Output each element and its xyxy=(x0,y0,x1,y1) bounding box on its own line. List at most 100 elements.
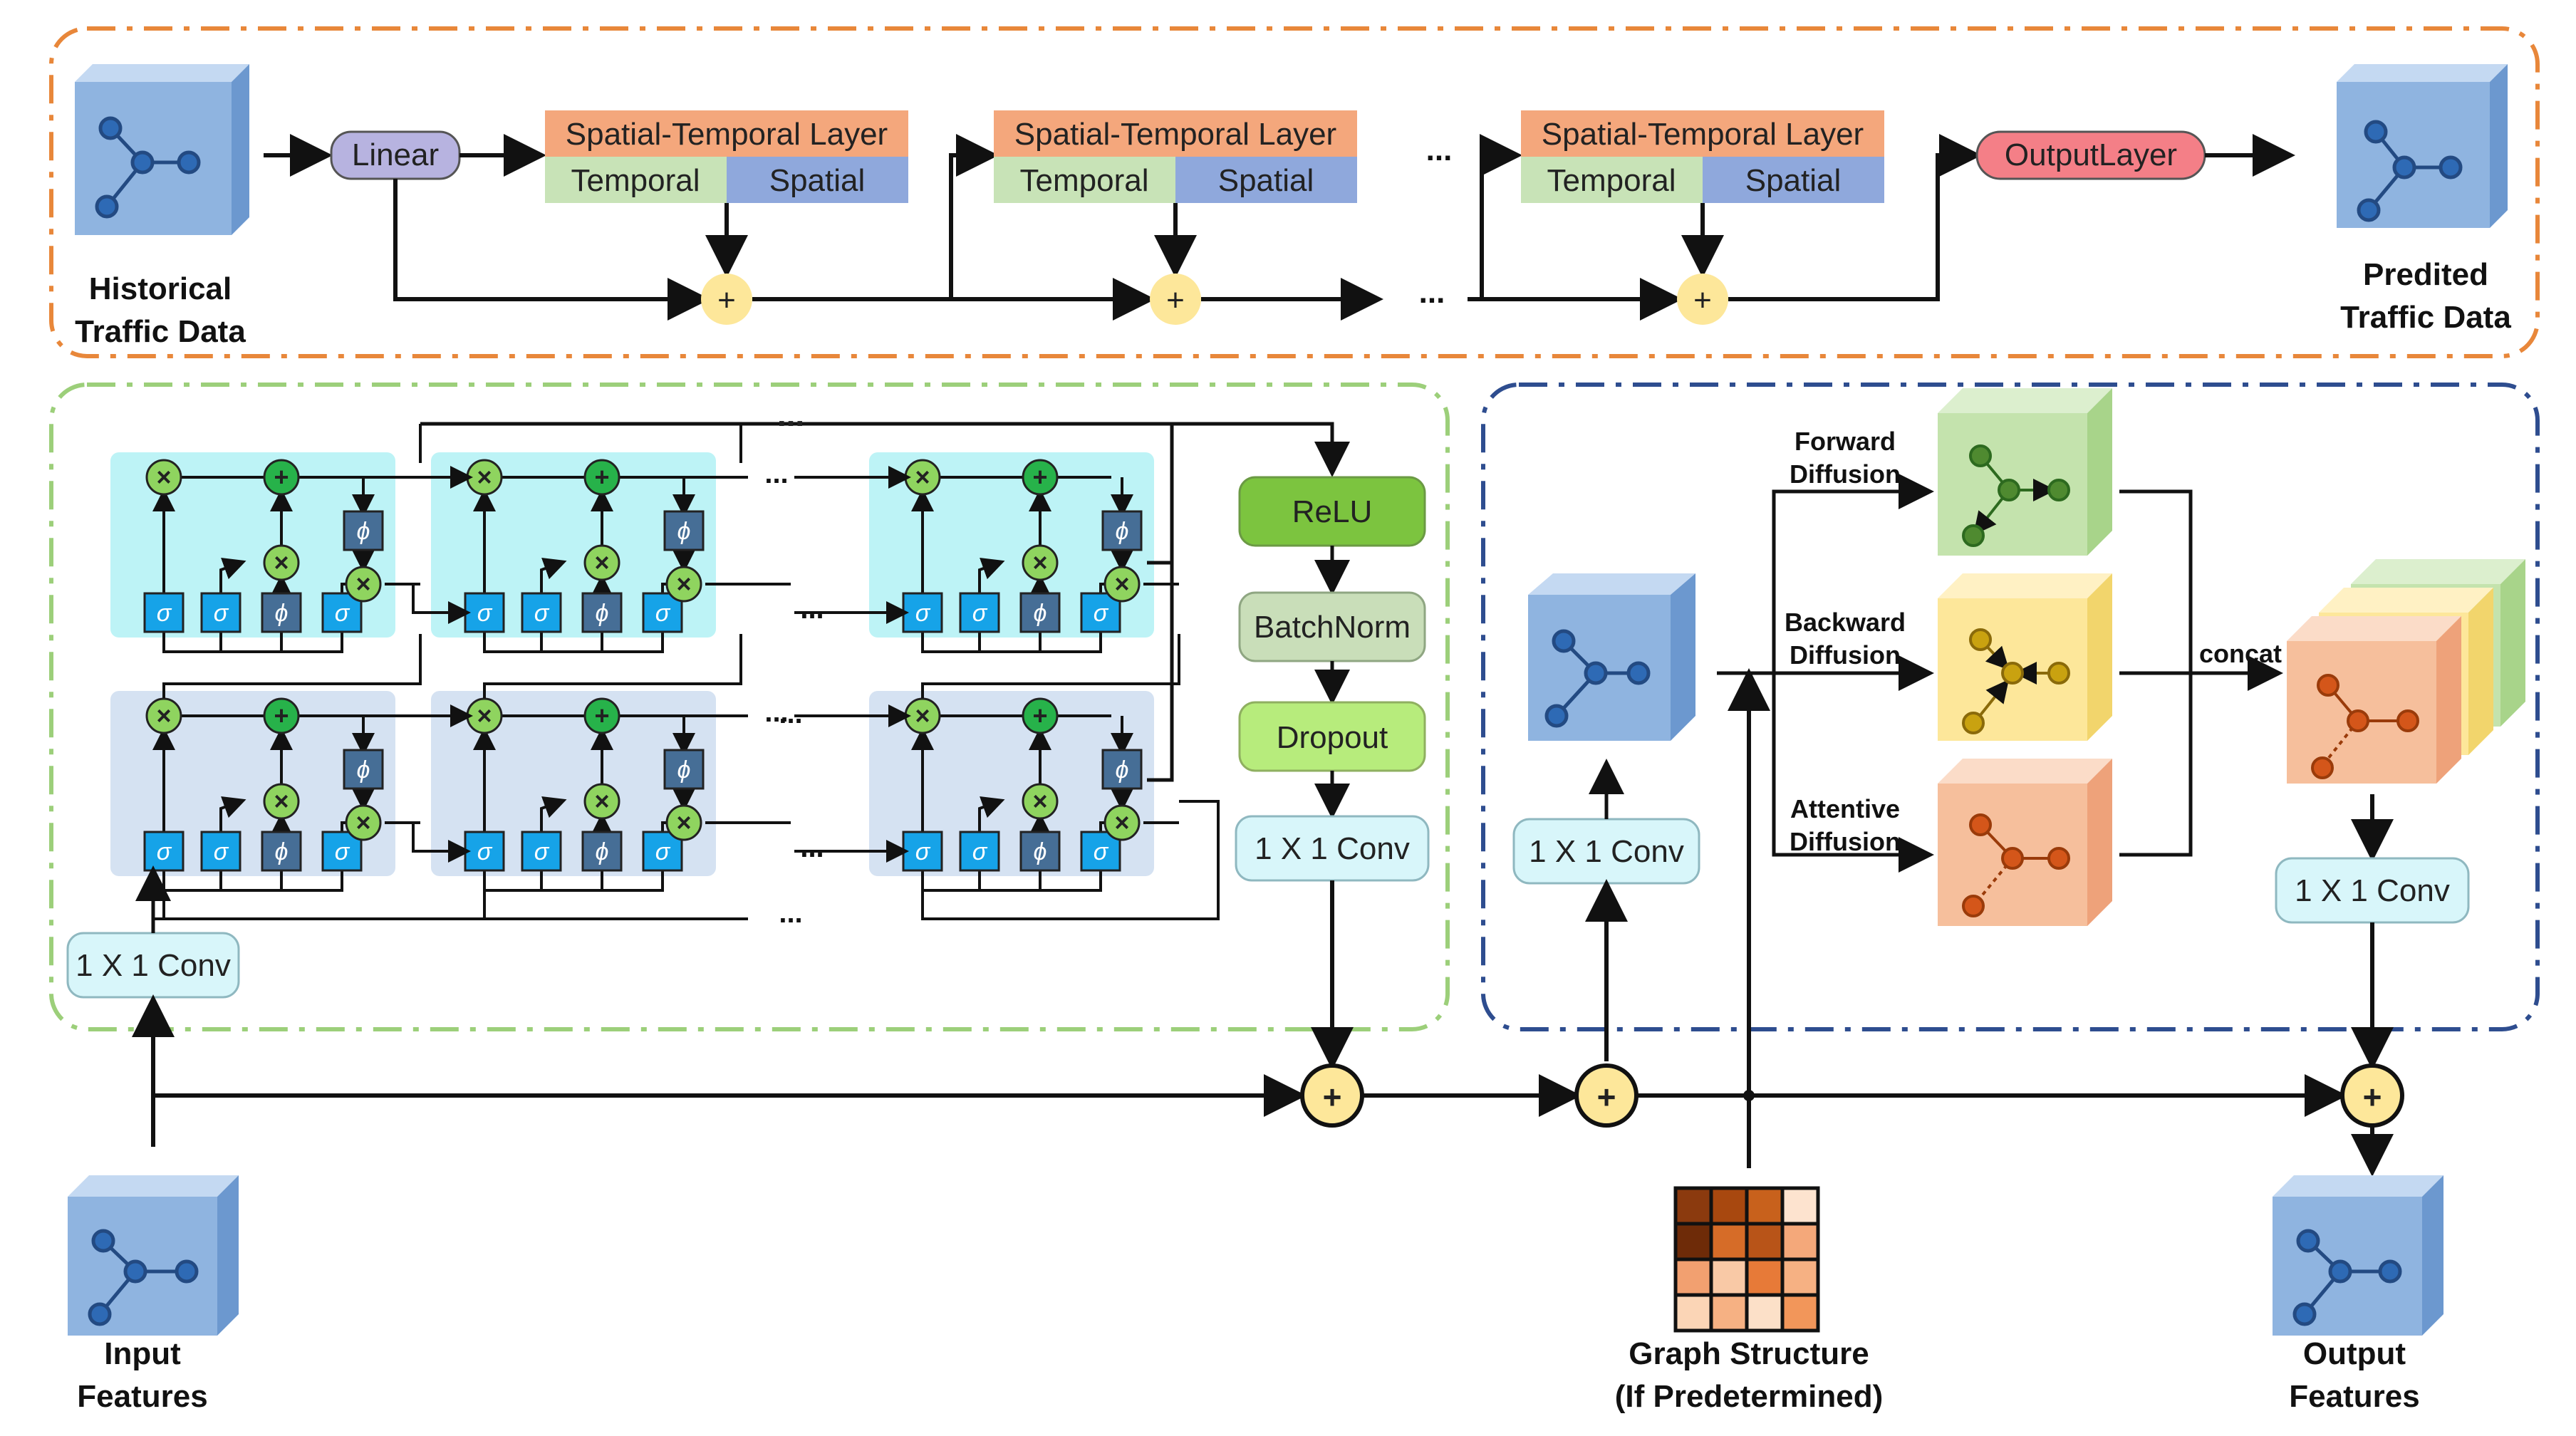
gated-cell-bg xyxy=(869,452,1154,638)
add-gate: + xyxy=(263,459,300,496)
matrix-cell xyxy=(1780,1222,1820,1261)
cell-ellipsis: ... xyxy=(764,458,788,489)
matrix-cell xyxy=(1673,1293,1713,1333)
attentive-label-2: Diffusion xyxy=(1790,827,1901,856)
backward-label-2: Diffusion xyxy=(1790,640,1901,670)
svg-text:σ: σ xyxy=(477,838,493,865)
svg-text:×: × xyxy=(594,548,609,577)
sigma-gate: σ xyxy=(321,592,363,633)
svg-text:×: × xyxy=(156,701,171,730)
multiply-gate: × xyxy=(904,697,941,734)
gated-cell-bg xyxy=(869,691,1154,876)
matrix-cell xyxy=(1709,1257,1749,1297)
sigma-gate: σ xyxy=(521,592,562,633)
svg-text:σ: σ xyxy=(335,838,350,865)
flow-ellipsis-a: ... xyxy=(777,396,804,433)
dropout-node: Dropout xyxy=(1238,701,1426,772)
gated-cell-bg xyxy=(110,691,395,876)
gated-cell-bg xyxy=(110,452,395,638)
multiply-gate: × xyxy=(1103,804,1141,841)
top-pipeline-border xyxy=(49,26,2540,358)
graph-label-line2: (If Predetermined) xyxy=(1615,1379,1884,1414)
multiply-gate: × xyxy=(583,544,620,581)
phi-gate: ϕ xyxy=(1101,749,1143,790)
matrix-cell xyxy=(1745,1222,1785,1261)
st-layer-3: Spatial-Temporal Layer Temporal Spatial xyxy=(1521,110,1884,203)
spatial-input-conv: 1 X 1 Conv xyxy=(1512,818,1700,885)
svg-text:Temporal: Temporal xyxy=(571,163,700,198)
svg-text:Temporal: Temporal xyxy=(1547,163,1676,198)
svg-text:Linear: Linear xyxy=(352,137,439,172)
svg-text:ϕ: ϕ xyxy=(596,838,609,865)
svg-text:×: × xyxy=(274,786,289,816)
sum-node-2 xyxy=(1150,274,1201,325)
svg-text:σ: σ xyxy=(972,600,988,627)
svg-text:×: × xyxy=(355,808,370,837)
svg-text:Dropout: Dropout xyxy=(1277,720,1388,755)
svg-text:+: + xyxy=(2363,1078,2382,1115)
sigma-gate: σ xyxy=(902,592,943,633)
input-label-line2: Features xyxy=(77,1379,207,1414)
matrix-cell xyxy=(1745,1186,1785,1226)
multiply-gate: × xyxy=(1103,566,1141,603)
spatial-input-cube xyxy=(1528,573,1695,741)
phi-gate: ϕ xyxy=(343,749,384,790)
svg-text:+: + xyxy=(717,283,736,318)
svg-text:ϕ: ϕ xyxy=(275,838,289,865)
svg-text:Spatial: Spatial xyxy=(1745,163,1842,198)
st-layer-1: Spatial-Temporal Layer Temporal Spatial xyxy=(545,110,908,203)
cell-ellipsis: ... xyxy=(800,832,824,863)
svg-text:ReLU: ReLU xyxy=(1292,494,1373,529)
temporal-input-conv: 1 X 1 Conv xyxy=(66,932,240,999)
matrix-cell xyxy=(1673,1257,1713,1297)
add-gate: + xyxy=(583,459,620,496)
svg-text:×: × xyxy=(477,462,492,491)
phi-gate: ϕ xyxy=(261,831,302,872)
svg-text:×: × xyxy=(274,548,289,577)
sigma-gate: σ xyxy=(521,831,562,872)
multiply-gate: × xyxy=(583,783,620,820)
svg-text:×: × xyxy=(355,569,370,598)
svg-text:×: × xyxy=(477,701,492,730)
predicted-label-line1: Predited xyxy=(2363,257,2488,292)
svg-text:ϕ: ϕ xyxy=(1034,600,1047,627)
svg-text:×: × xyxy=(1114,569,1129,598)
batchnorm-node: BatchNorm xyxy=(1238,591,1426,662)
svg-text:σ: σ xyxy=(335,600,350,627)
svg-text:+: + xyxy=(594,701,609,730)
attentive-diffusion-cube xyxy=(1938,759,2112,926)
sigma-gate: σ xyxy=(143,592,185,633)
svg-text:×: × xyxy=(915,701,930,730)
svg-text:Spatial-Temporal Layer: Spatial-Temporal Layer xyxy=(566,117,888,152)
svg-text:1 X 1 Conv: 1 X 1 Conv xyxy=(76,948,231,983)
phi-gate: ϕ xyxy=(663,749,705,790)
temporal-block-border xyxy=(49,383,1450,1031)
historical-label-line1: Historical xyxy=(89,271,232,306)
historical-traffic-cube xyxy=(75,64,249,235)
svg-text:ϕ: ϕ xyxy=(1034,838,1047,865)
matrix-cell xyxy=(1745,1293,1785,1333)
svg-text:Spatial-Temporal Layer: Spatial-Temporal Layer xyxy=(1014,117,1336,152)
sum-node-1 xyxy=(701,274,752,325)
sigma-gate: σ xyxy=(642,592,683,633)
svg-text:σ: σ xyxy=(157,838,172,865)
svg-text:σ: σ xyxy=(214,600,229,627)
sigma-gate: σ xyxy=(200,831,242,872)
matrix-cell xyxy=(1673,1222,1713,1261)
matrix-cell xyxy=(1780,1257,1820,1297)
svg-text:Temporal: Temporal xyxy=(1020,163,1149,198)
multiply-gate: × xyxy=(466,697,503,734)
svg-text:σ: σ xyxy=(972,838,988,865)
svg-text:+: + xyxy=(274,701,289,730)
svg-text:×: × xyxy=(1032,548,1047,577)
sigma-gate: σ xyxy=(959,831,1000,872)
add-gate: + xyxy=(583,697,620,734)
svg-text:ϕ: ϕ xyxy=(677,756,691,784)
forward-label-1: Forward xyxy=(1795,427,1896,456)
spatial-output-conv: 1 X 1 Conv xyxy=(2275,857,2470,924)
svg-text:σ: σ xyxy=(915,838,931,865)
forward-diffusion-cube xyxy=(1938,388,2112,556)
svg-text:+: + xyxy=(274,462,289,491)
multiply-gate: × xyxy=(904,459,941,496)
sigma-gate: σ xyxy=(959,592,1000,633)
